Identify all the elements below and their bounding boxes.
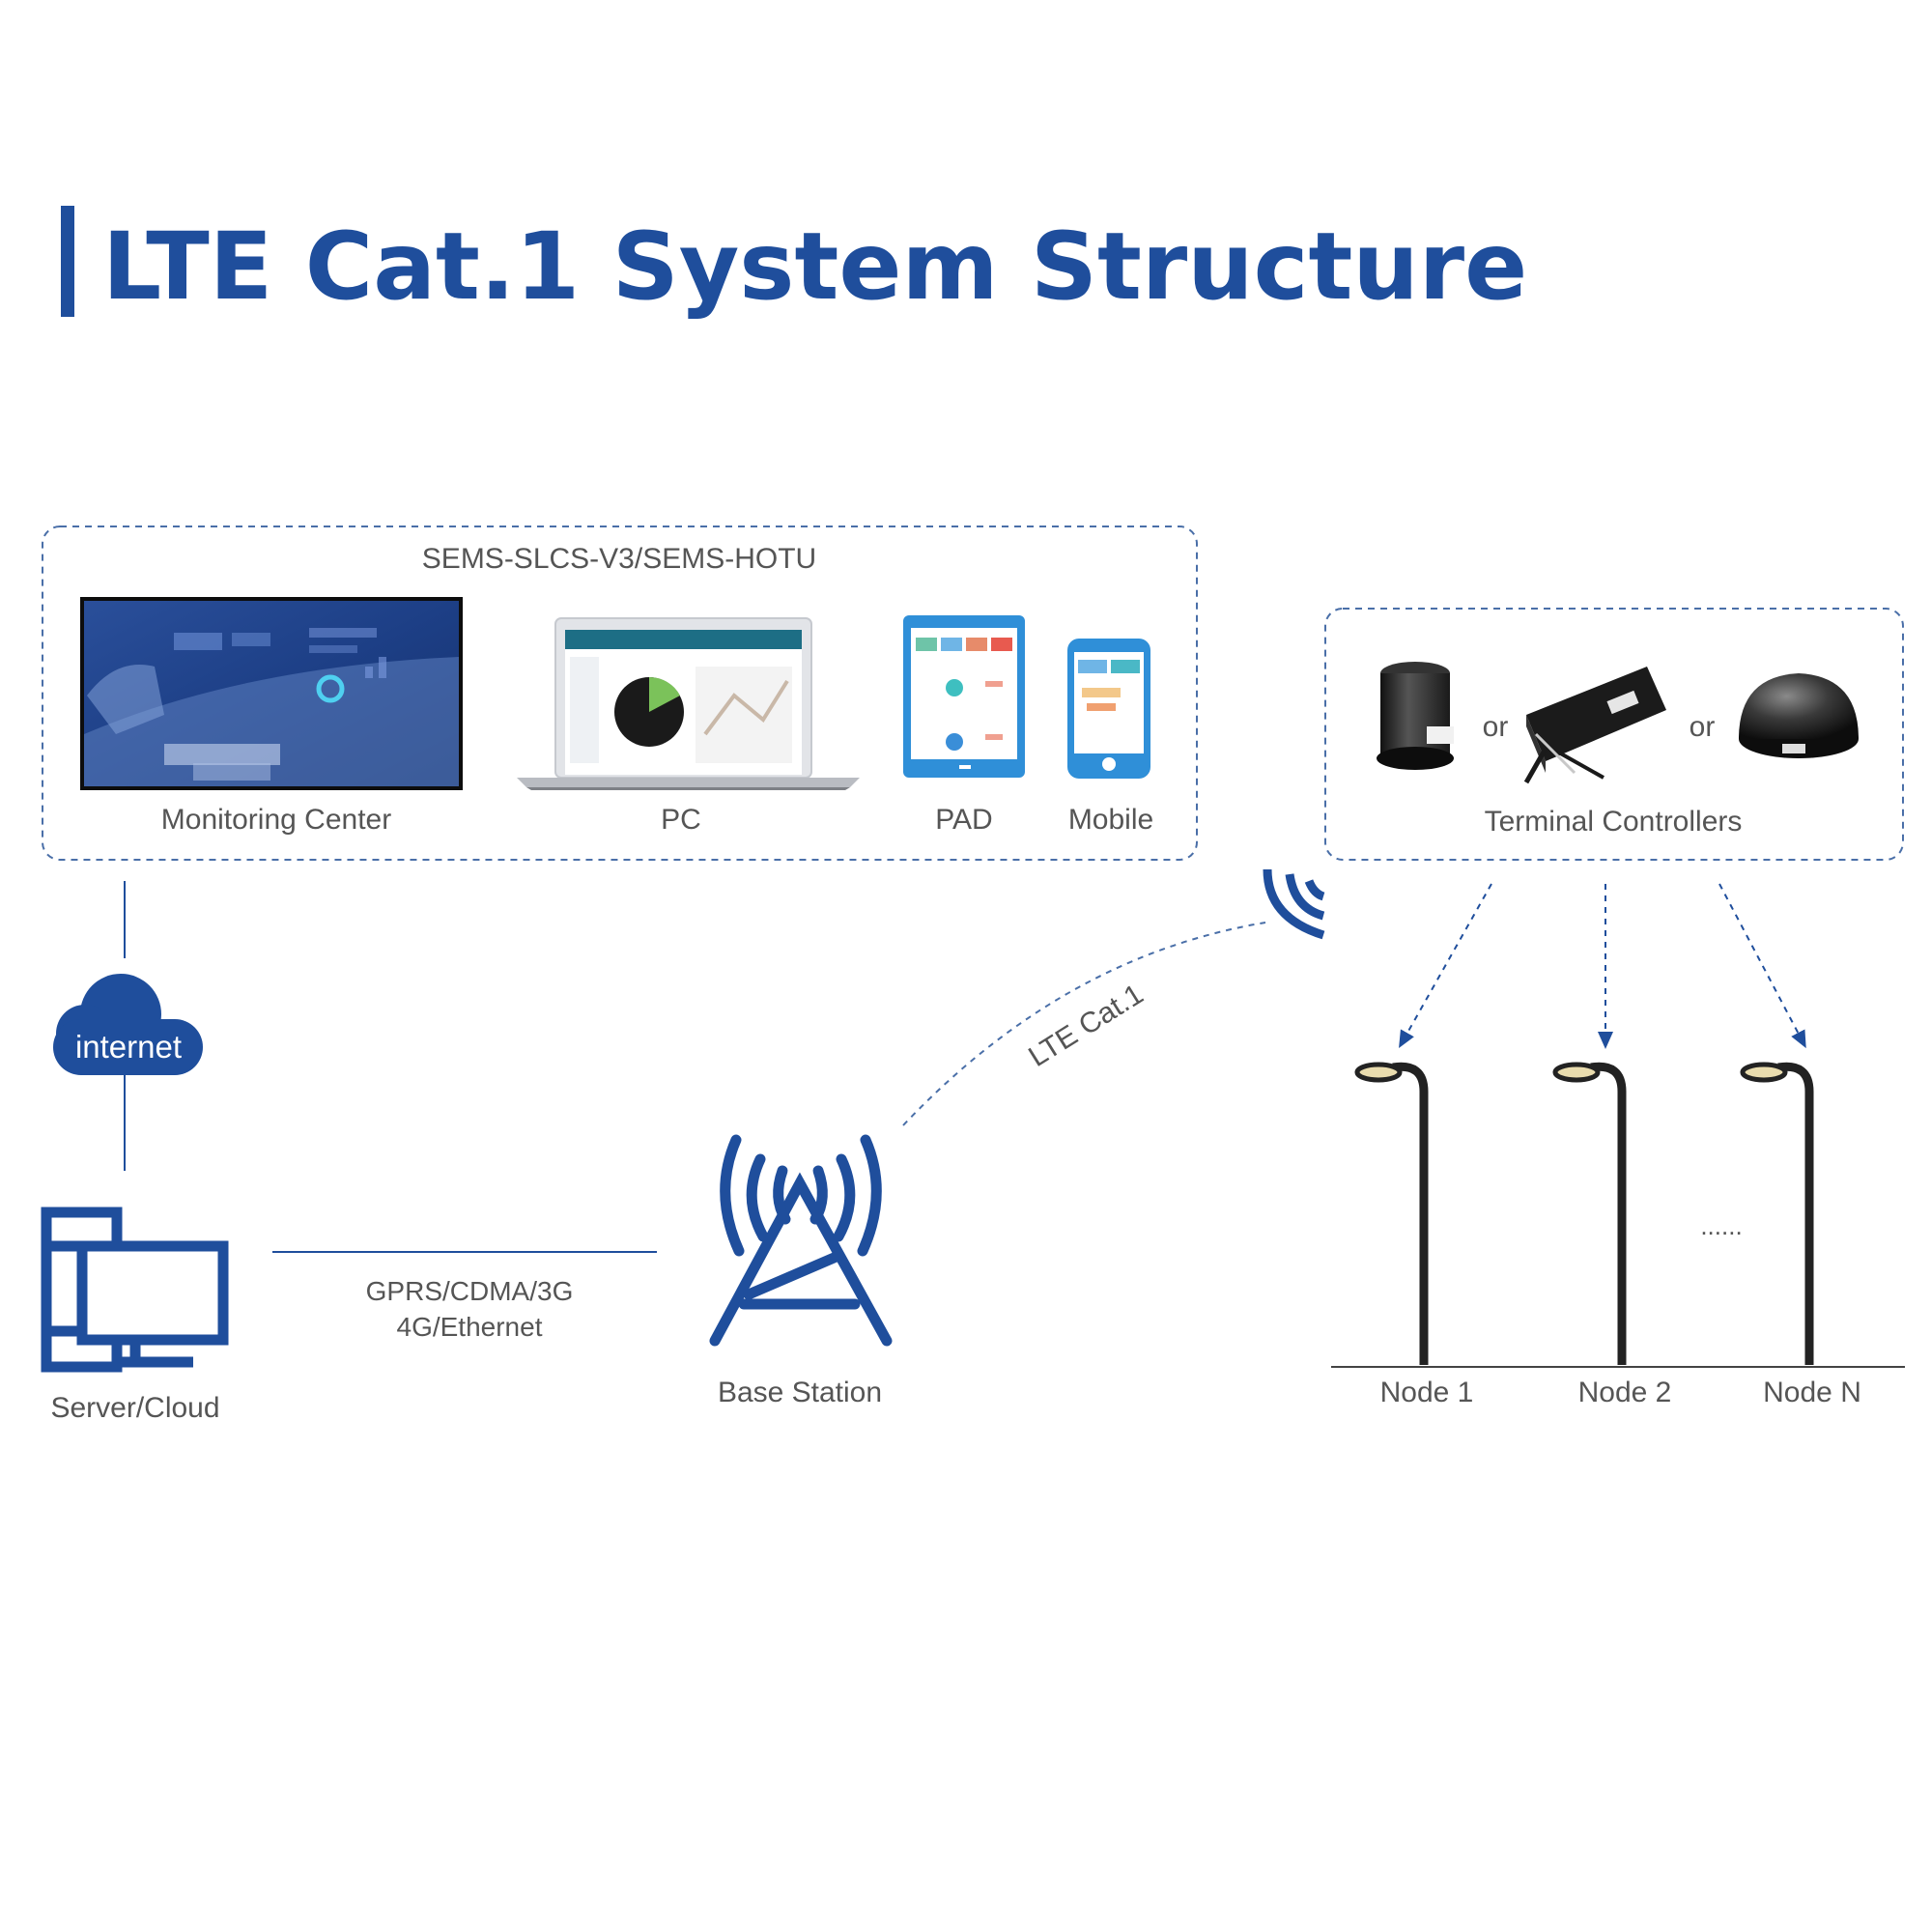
monitoring-center-label: Monitoring Center [161,804,391,836]
node-label-1: Node 1 [1380,1377,1474,1408]
page-title: LTE Cat.1 System Structure [102,213,1527,321]
arrow-to-node-n [1718,883,1806,1049]
or-separator-2: or [1690,711,1716,743]
pad-label: PAD [935,804,992,836]
pc-label: PC [661,804,701,836]
street-lamp-icon-2 [1552,1062,1627,1365]
node-label-n: Node N [1763,1377,1861,1408]
terminal-controllers-label: Terminal Controllers [1485,806,1743,838]
node-label-2: Node 2 [1578,1377,1672,1408]
or-separator-1: or [1483,711,1509,743]
cylinder-controller-image [1377,662,1454,770]
link-label-line1: GPRS/CDMA/3G [366,1276,574,1306]
server-computer-icon [41,1207,229,1373]
cloud-icon [53,974,203,1075]
street-lamp-icon-1 [1354,1062,1429,1365]
software-group-box [42,526,1198,861]
nodes-ellipsis: ...... [1700,1211,1742,1240]
internet-label: internet [75,1029,182,1065]
box-controller-image [1523,667,1666,784]
monitoring-center-image [80,597,463,790]
dome-controller-image [1739,673,1859,758]
base-station-label: Base Station [718,1377,882,1408]
street-lamp-icon-n [1740,1062,1814,1365]
software-group-title: SEMS-SLCS-V3/SEMS-HOTU [422,543,816,575]
lte-cat1-label: LTE Cat.1 [1023,979,1149,1073]
pc-laptop-image [517,617,860,790]
pad-tablet-image [903,615,1025,778]
terminal-group-box [1324,608,1904,861]
mobile-phone-image [1067,639,1150,779]
link-label-line2: 4G/Ethernet [397,1312,543,1342]
wireless-signal-icon [1263,868,1325,940]
arrow-to-node-1 [1399,883,1492,1048]
base-station-tower-icon [709,1134,893,1347]
mobile-label: Mobile [1068,804,1153,836]
title-bar-accent [61,206,74,317]
server-label: Server/Cloud [50,1392,219,1424]
lte-wireless-link [902,922,1266,1126]
